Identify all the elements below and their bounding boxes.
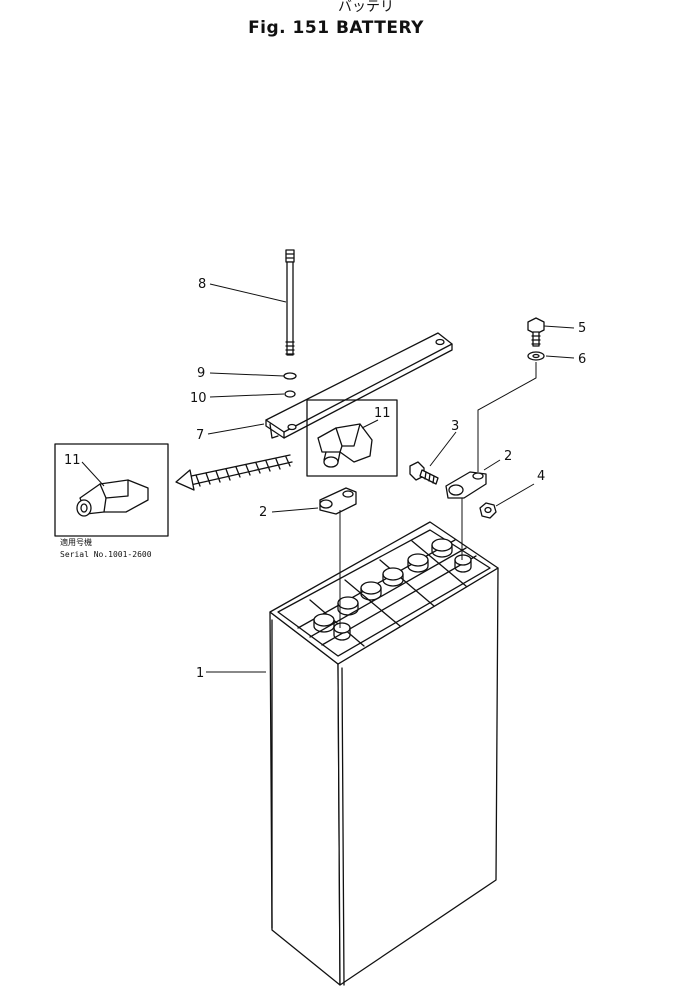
callout-8: 8 xyxy=(198,277,206,292)
clamp-bolt xyxy=(409,461,439,485)
callout-2-right: 2 xyxy=(504,449,512,464)
terminal-clamp-left xyxy=(319,487,357,515)
battery-terminals xyxy=(333,554,472,641)
top-bolt xyxy=(527,317,545,347)
clamp-nut xyxy=(479,502,497,519)
title-japanese: バッテリ xyxy=(338,0,394,15)
callout-6: 6 xyxy=(578,352,586,367)
direction-arrow xyxy=(175,454,293,491)
battery-body xyxy=(269,521,499,986)
detail-box-cover xyxy=(306,399,398,477)
detail-box-cover-old xyxy=(54,443,169,537)
callout-11-right: 11 xyxy=(374,406,391,421)
callouts: 1 2 2 3 4 5 6 7 8 9 10 11 11 xyxy=(64,277,586,681)
callout-11-left: 11 xyxy=(64,453,81,468)
callout-4: 4 xyxy=(537,469,545,484)
callout-9: 9 xyxy=(197,366,205,381)
detail-note-japanese: 適用号機 xyxy=(60,537,92,547)
callout-5: 5 xyxy=(578,321,586,336)
battery-caps xyxy=(313,538,453,633)
callout-7: 7 xyxy=(196,428,204,443)
detail-note-serial: Serial No.1001-2600 xyxy=(60,550,152,559)
callout-3: 3 xyxy=(451,419,459,434)
terminal-clamp-right xyxy=(445,471,487,499)
top-washer xyxy=(527,351,545,361)
callout-10: 10 xyxy=(190,391,207,406)
callout-1: 1 xyxy=(196,666,204,681)
callout-2-left: 2 xyxy=(259,505,267,520)
washer-10 xyxy=(284,390,296,398)
assembly-lines xyxy=(339,362,537,628)
bracket-plate xyxy=(265,332,453,439)
figure-title: Fig. 151 BATTERY xyxy=(248,18,424,38)
hold-down-bolt xyxy=(285,249,295,356)
washer-9 xyxy=(283,372,297,380)
